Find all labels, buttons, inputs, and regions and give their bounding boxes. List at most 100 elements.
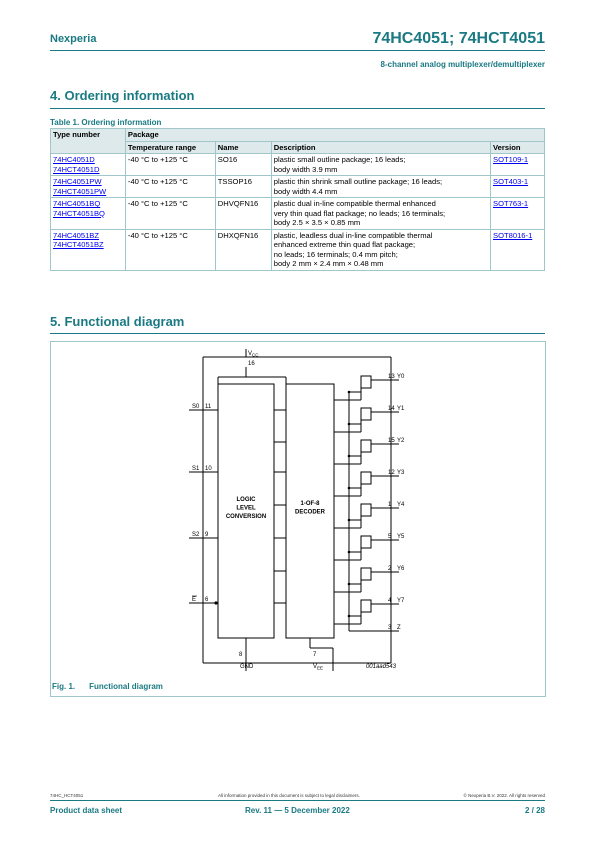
type-number-link[interactable]: 74HCT4051BQ: [53, 208, 105, 218]
footer-doc-id: 74HC_HCT4051: [50, 793, 84, 798]
input-pin-number: 9: [205, 532, 209, 538]
section-4-title: 4. Ordering information: [50, 88, 195, 103]
figure-title: Functional diagram: [89, 682, 163, 691]
z-pin-number: 3: [388, 625, 392, 631]
block-label: DECODER: [295, 510, 326, 516]
type-number-link[interactable]: 74HCT4051PW: [53, 186, 107, 196]
temperature-cell: -40 °C to +125 °C: [124, 175, 216, 198]
footer-doc-type: Product data sheet: [50, 806, 123, 815]
section-5-title: 5. Functional diagram: [50, 314, 185, 329]
version-cell: SOT109-1: [490, 153, 545, 176]
switch-icon: [360, 503, 372, 517]
switch-icon: [360, 471, 372, 485]
description-line: body width 4.4 mm: [273, 186, 338, 196]
package-name-cell: DHXQFN16: [214, 228, 272, 271]
input-label: S0: [192, 404, 200, 410]
ordering-table: Type number Package Temperature range Na…: [50, 128, 546, 271]
switch-icon: [360, 439, 372, 453]
temperature-cell: -40 °C to +125 °C: [124, 197, 216, 230]
output-pin-number: 12: [388, 470, 395, 476]
header-name: Name: [214, 140, 272, 154]
input-label: S1: [192, 466, 200, 472]
version-link[interactable]: SOT763-1: [493, 199, 529, 208]
header-rule: [50, 50, 545, 51]
temperature-cell: -40 °C to +125 °C: [124, 153, 216, 176]
header-package: Package: [124, 128, 546, 142]
brand-name: Nexperia: [50, 33, 97, 45]
header-type-number: Type number: [50, 128, 126, 154]
description-cell: plastic small outline package; 16 leads;…: [270, 153, 492, 176]
version-link[interactable]: SOT403-1: [493, 177, 529, 186]
gnd-pin-number: 8: [239, 652, 243, 658]
header-version: Version: [490, 140, 545, 154]
footer-rule: [50, 800, 545, 801]
enable-junction: [214, 601, 218, 605]
input-label: S2: [192, 532, 200, 538]
output-pin-number: 15: [388, 438, 395, 444]
footer-page-number: 2 / 28: [524, 806, 545, 815]
output-label: Y2: [397, 438, 405, 444]
gnd-label: GND: [240, 664, 254, 670]
output-pin-number: 13: [388, 374, 395, 380]
description-line: plastic small outline package; 16 leads;: [273, 155, 406, 164]
description-line: plastic, leadless dual in-line compatibl…: [273, 230, 433, 240]
footer-disclaimer: All information provided in this documen…: [218, 793, 360, 798]
description-line: enhanced extreme thin quad flat package;: [273, 240, 416, 249]
input-pin-number: 6: [205, 597, 209, 603]
output-label: Y7: [397, 598, 405, 604]
switch-icon: [360, 567, 372, 581]
type-number-link[interactable]: 74HCT4051D: [53, 164, 100, 174]
type-number-link[interactable]: 74HC4051BZ: [53, 230, 100, 240]
description-line: very thin quad flat package; no leads; 1…: [273, 208, 446, 218]
type-number-link[interactable]: 74HC4051D: [53, 155, 95, 164]
figure-code: 001aad543: [366, 664, 397, 670]
block-label: CONVERSION: [226, 514, 266, 520]
output-pin-number: 4: [388, 598, 392, 604]
input-pin-number: 10: [205, 466, 212, 472]
document-title: 74HC4051; 74HCT4051: [372, 30, 545, 47]
output-pin-number: 1: [388, 502, 392, 508]
output-pin-number: 14: [388, 406, 395, 412]
version-link[interactable]: SOT109-1: [493, 155, 529, 164]
vcc-pin-number: 16: [248, 361, 255, 367]
footer-copyright: © Nexperia B.V. 2022. All rights reserve…: [463, 793, 545, 798]
vcc-label: VCC: [248, 351, 259, 358]
section-rule: [50, 108, 545, 109]
vee-pin-number: 7: [313, 652, 317, 658]
block-label: LOGIC: [237, 497, 257, 503]
switch-icon: [360, 599, 372, 613]
section-rule: [50, 333, 545, 334]
vcc-subscript: CC: [252, 353, 259, 358]
description-cell: plastic dual in-line compatible thermal …: [270, 197, 492, 230]
type-number-link[interactable]: 74HC4051PW: [53, 177, 102, 186]
package-name-cell: SO16: [214, 153, 272, 176]
description-line: no leads; 16 terminals; 0.4 mm pitch;: [273, 249, 398, 259]
switch-icon: [360, 535, 372, 549]
description-cell: plastic, leadless dual in-line compatibl…: [270, 228, 492, 271]
vee-subscript: EE: [317, 666, 323, 671]
output-label: Y5: [397, 534, 405, 540]
header-temperature: Temperature range: [124, 140, 216, 154]
version-link[interactable]: SOT8016-1: [493, 230, 533, 240]
version-cell: SOT8016-1: [490, 228, 545, 271]
output-pin-number: 5: [388, 534, 392, 540]
output-label: Y4: [397, 502, 405, 508]
description-line: body width 3.9 mm: [273, 164, 338, 174]
type-number-link[interactable]: 74HCT4051BZ: [53, 240, 104, 249]
package-name-cell: DHVQFN16: [214, 197, 272, 230]
output-label: Y0: [397, 374, 405, 380]
block-label: LEVEL: [236, 506, 256, 512]
figure-caption: Fig. 1.Functional diagram: [52, 682, 177, 691]
output-label: Y6: [397, 566, 405, 572]
description-cell: plastic thin shrink small outline packag…: [270, 175, 492, 198]
input-label: E: [192, 597, 196, 603]
type-number-link[interactable]: 74HC4051BQ: [53, 199, 101, 208]
